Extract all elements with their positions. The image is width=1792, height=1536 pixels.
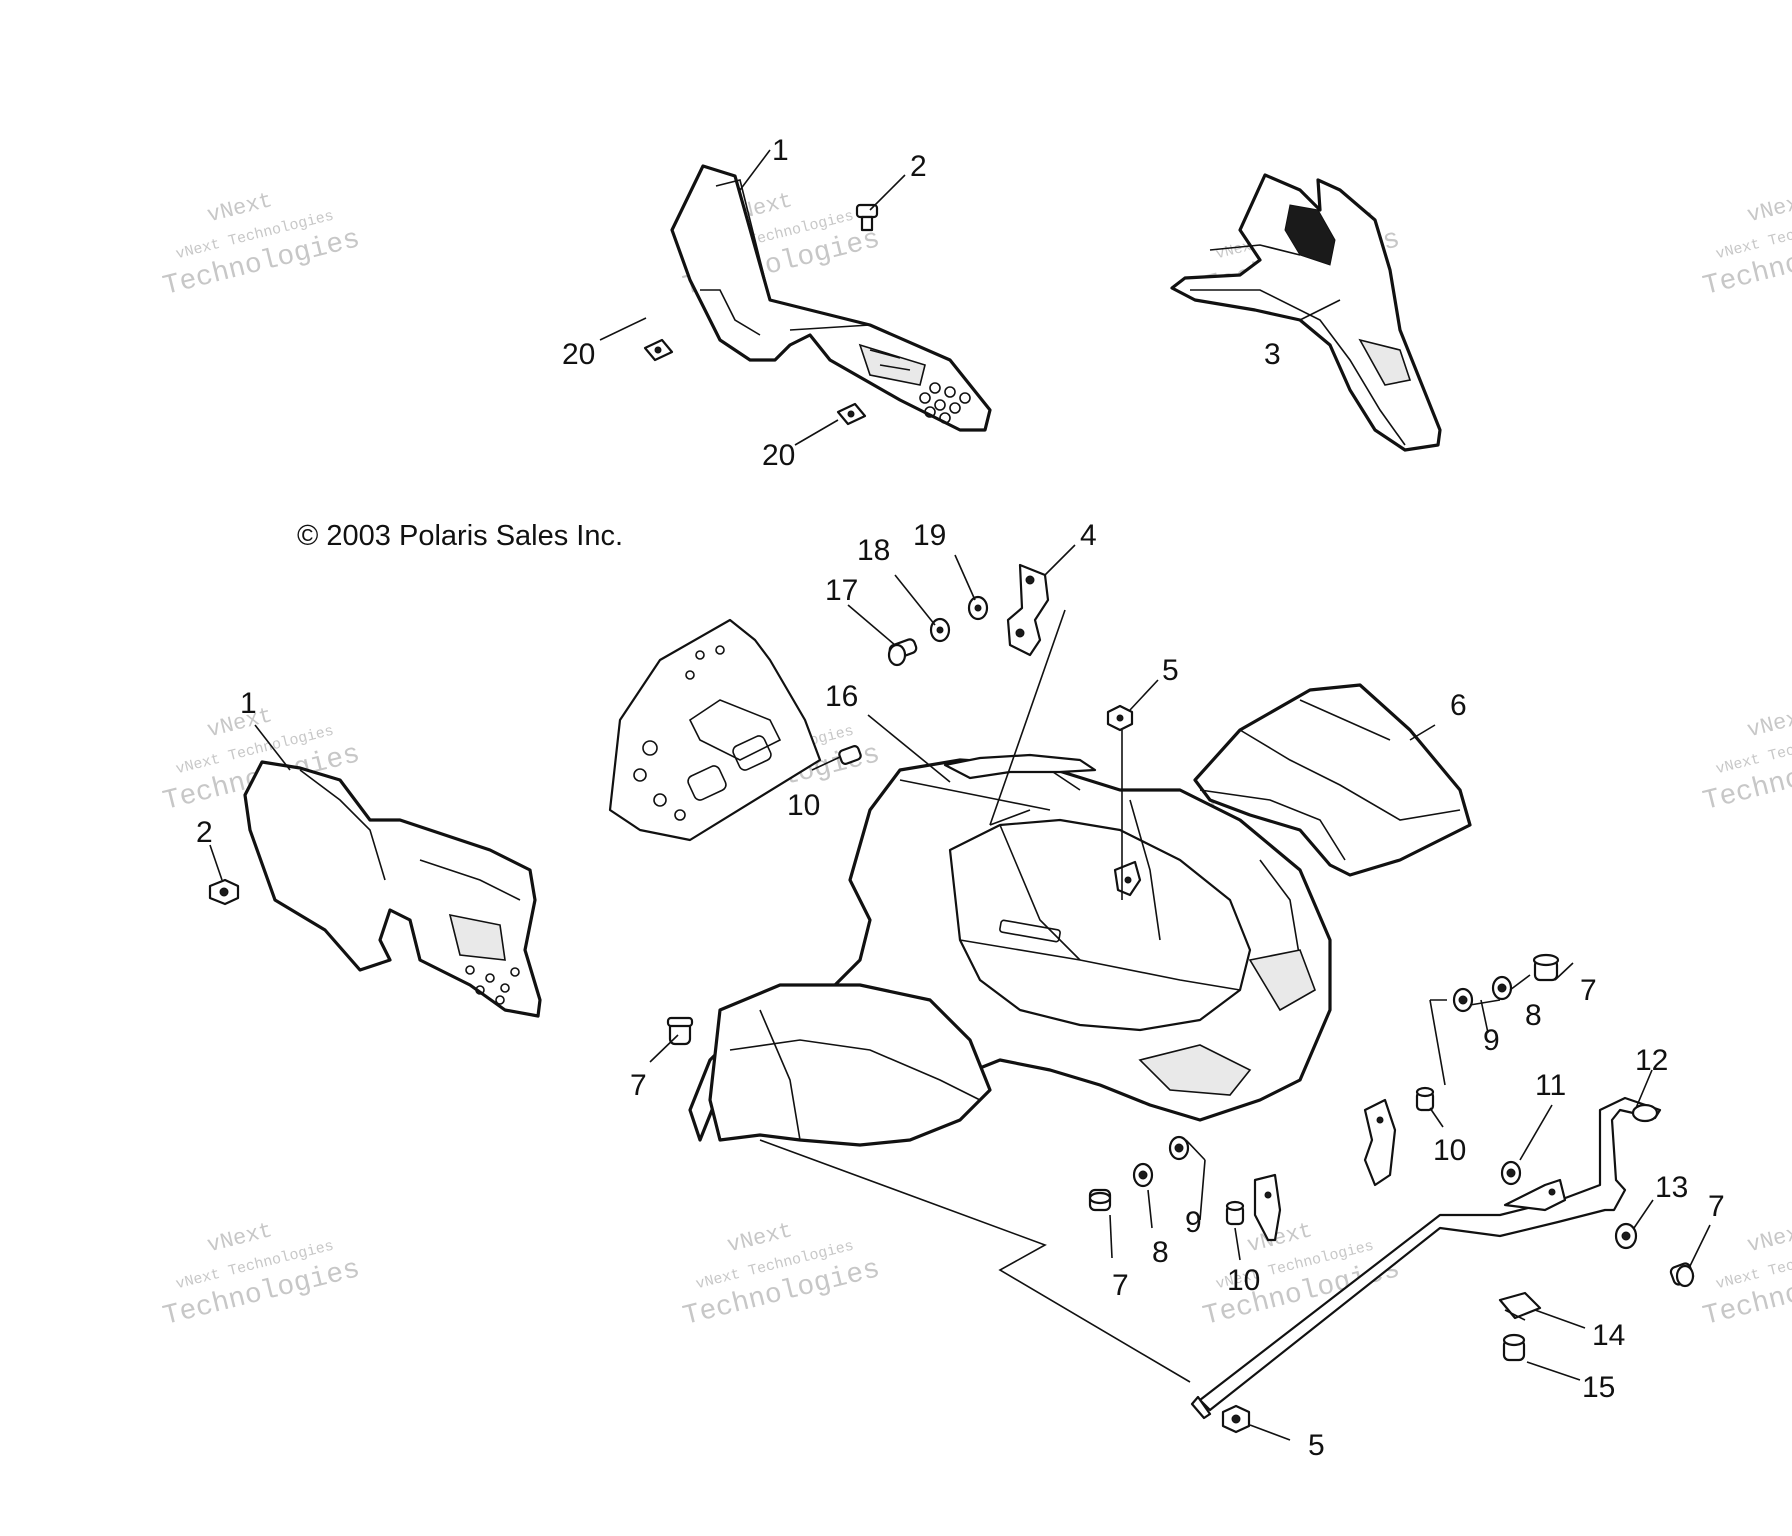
bolt-icon[interactable]	[1502, 1333, 1526, 1362]
callout-20: 20	[762, 439, 795, 472]
screw-icon[interactable]	[666, 1016, 694, 1046]
callout-18: 18	[857, 534, 890, 567]
callout-7: 7	[1708, 1190, 1725, 1223]
callout-labels: 1 2 3 20 20 4 5 6 1 2 16 17 18 19 10 7 7…	[196, 134, 1725, 1462]
callout-12: 12	[1635, 1044, 1668, 1077]
callout-13: 13	[1655, 1171, 1688, 1204]
callout-8: 8	[1525, 999, 1542, 1032]
washer-icon[interactable]	[1500, 1160, 1522, 1186]
callout-10: 10	[1433, 1134, 1466, 1167]
support-brace-bar[interactable]	[1190, 1096, 1662, 1420]
watermark-text: vNext	[1745, 188, 1792, 228]
washer-icon[interactable]	[1491, 975, 1513, 1001]
callout-1: 1	[772, 134, 789, 167]
callout-6: 6	[1450, 689, 1467, 722]
callout-2: 2	[196, 816, 213, 849]
callout-7: 7	[630, 1069, 647, 1102]
washer-icon[interactable]	[1614, 1222, 1638, 1250]
dash-mount-panel[interactable]	[608, 618, 822, 842]
mount-bracket[interactable]	[1253, 1173, 1282, 1242]
hex-nut-icon[interactable]	[1106, 704, 1134, 732]
bushing-icon[interactable]	[1225, 1200, 1245, 1226]
callout-16: 16	[825, 680, 858, 713]
watermark-text: vNext	[205, 188, 275, 228]
bushing-icon[interactable]	[1415, 1086, 1435, 1112]
callout-5: 5	[1162, 654, 1179, 687]
copyright-notice: © 2003 Polaris Sales Inc.	[297, 520, 623, 552]
callout-10: 10	[1227, 1264, 1260, 1297]
watermark-text: vNext	[205, 1218, 275, 1258]
callout-14: 14	[1592, 1319, 1625, 1352]
clip-nut-icon[interactable]	[836, 402, 867, 426]
side-panel-right[interactable]	[670, 164, 992, 432]
callout-10: 10	[787, 789, 820, 822]
callout-20: 20	[562, 338, 595, 371]
callout-4: 4	[1080, 519, 1097, 552]
fender-top-rib[interactable]	[943, 753, 1097, 780]
watermark: vNext vNext Technologies Technologies	[160, 1218, 363, 1333]
bolt-icon[interactable]	[887, 638, 918, 667]
watermark: vNext vNext Technologies Technologies	[1700, 188, 1792, 303]
watermark-text: vNext	[1245, 1218, 1315, 1258]
watermark-group: vNext vNext Technologies Technologies vN…	[160, 188, 1792, 1333]
callout-1: 1	[240, 687, 257, 720]
callout-5: 5	[1308, 1429, 1325, 1462]
watermark: vNext vNext Technologies Technologies	[1200, 1218, 1403, 1333]
left-fender-wing[interactable]	[708, 983, 992, 1147]
callout-9: 9	[1185, 1206, 1202, 1239]
watermark: vNext vNext Technologies Technologies	[1700, 1218, 1792, 1333]
watermark: vNext vNext Technologies Technologies	[1700, 703, 1792, 818]
leader-lines	[209, 149, 1711, 1441]
watermark-text: vNext	[1745, 703, 1792, 743]
front-nose-cover[interactable]	[1170, 173, 1442, 452]
callout-7: 7	[1580, 974, 1597, 1007]
clip-nut-icon[interactable]	[1498, 1291, 1542, 1321]
watermark-text: vNext	[1745, 1218, 1792, 1258]
headlight-pod[interactable]	[1193, 683, 1472, 877]
side-panel-left[interactable]	[243, 760, 542, 1018]
callout-17: 17	[825, 574, 858, 607]
watermark: vNext vNext Technologies Technologies	[680, 1218, 883, 1333]
bolt-icon[interactable]	[1088, 1188, 1112, 1212]
callout-11: 11	[1535, 1069, 1566, 1102]
screw-icon[interactable]	[208, 878, 240, 906]
callout-19: 19	[913, 519, 946, 552]
washer-icon[interactable]	[1132, 1162, 1154, 1188]
callout-15: 15	[1582, 1371, 1615, 1404]
screw-icon[interactable]	[1532, 953, 1560, 982]
washer-icon[interactable]	[1168, 1135, 1190, 1161]
washer-icon[interactable]	[1452, 987, 1474, 1013]
callout-7: 7	[1112, 1269, 1129, 1302]
callout-9: 9	[1483, 1024, 1500, 1057]
clip-nut-icon[interactable]	[643, 338, 674, 362]
watermark: vNext vNext Technologies Technologies	[160, 188, 363, 303]
watermark-text: vNext	[725, 1218, 795, 1258]
hex-nut-icon[interactable]	[1221, 1404, 1251, 1434]
bushing-icon[interactable]	[838, 745, 862, 765]
bolt-icon[interactable]	[1669, 1262, 1695, 1288]
callout-8: 8	[1152, 1236, 1169, 1269]
callout-3: 3	[1264, 338, 1281, 371]
washer-icon[interactable]	[967, 595, 989, 621]
mount-bracket[interactable]	[1363, 1098, 1397, 1187]
callout-2: 2	[910, 150, 927, 183]
mount-bracket[interactable]	[1006, 563, 1050, 657]
